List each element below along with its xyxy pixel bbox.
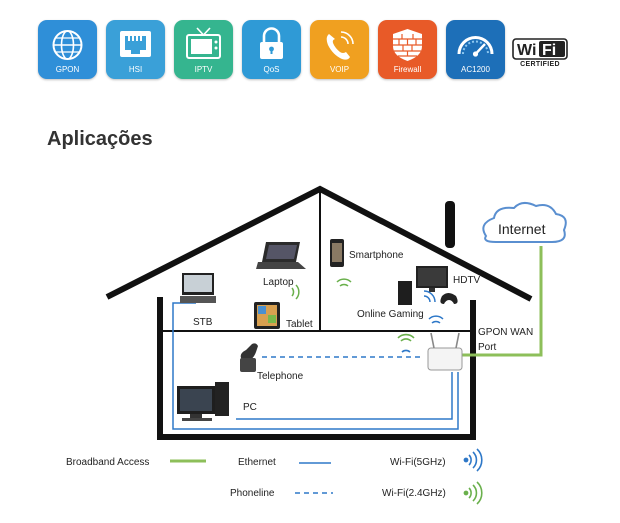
legend-phoneline-label: Phoneline — [230, 488, 275, 499]
svg-text:Wi: Wi — [517, 42, 536, 59]
qos-label: QoS — [263, 65, 280, 74]
telephone-label: Telephone — [257, 371, 304, 382]
telephone-icon — [240, 343, 258, 372]
gaming-wifi-icon — [423, 290, 444, 324]
hsi-tile: HSI — [106, 20, 165, 79]
qos-tile: QoS — [242, 20, 301, 79]
internet-cloud — [482, 202, 567, 243]
gpon-label: GPON — [55, 65, 80, 74]
chimney — [445, 201, 455, 248]
legend-wifi5-label: Wi-Fi(5GHz) — [390, 457, 446, 468]
laptop-icon — [256, 242, 306, 269]
wifi-2-4ghz-icon — [463, 481, 483, 505]
internet-label: Internet — [498, 221, 546, 237]
speedometer-icon — [457, 36, 494, 57]
ac1200-label: AC1200 — [461, 65, 490, 74]
legend-broadband-label: Broadband Access — [66, 457, 149, 468]
page-title: Aplicações — [47, 128, 153, 150]
svg-text:Fi: Fi — [542, 42, 556, 59]
pc-icon — [177, 382, 229, 421]
broadband-line — [459, 246, 543, 357]
laptop-label: Laptop — [263, 277, 294, 288]
iptv-tile: IPTV — [174, 20, 233, 79]
legend: Broadband Access Ethernet Phoneline Wi-F… — [66, 448, 483, 505]
ac1200-tile: AC1200 — [446, 20, 505, 79]
gpon-wan-label: GPON WAN — [478, 327, 533, 338]
router-icon — [427, 332, 463, 371]
stb-icon — [180, 273, 216, 303]
wifi-certified-text: CERTIFIED — [520, 61, 560, 68]
ethernet-port-icon — [120, 31, 151, 57]
router-wifi-icon — [397, 333, 415, 353]
lock-icon — [260, 27, 283, 59]
phone-icon — [326, 31, 354, 60]
globe-icon — [52, 30, 83, 60]
smartphone-label: Smartphone — [349, 250, 404, 261]
brick-wall-icon — [393, 29, 422, 61]
firewall-tile: Firewall — [378, 20, 437, 79]
game-console-icon — [398, 281, 458, 305]
hsi-label: HSI — [128, 65, 143, 74]
stb-label: STB — [193, 317, 213, 328]
legend-ethernet-label: Ethernet — [238, 457, 276, 468]
house-walls — [157, 297, 476, 440]
hdtv-icon — [416, 266, 448, 292]
gpon-tile: GPON — [38, 20, 97, 79]
port-label: Port — [478, 342, 497, 353]
online-gaming-label: Online Gaming — [357, 309, 424, 320]
pc-label: PC — [243, 402, 257, 413]
firewall-label: Firewall — [393, 65, 422, 74]
tv-icon — [186, 27, 221, 59]
voip-tile: VOIP — [310, 20, 369, 79]
hdtv-label: HDTV — [453, 275, 481, 286]
voip-label: VOIP — [329, 65, 350, 74]
tablet-icon — [254, 302, 280, 329]
smartphone-icon — [330, 239, 344, 267]
feature-icon-row: GPON HSI IPTV QoS — [38, 20, 578, 82]
iptv-label: IPTV — [194, 65, 213, 74]
smartphone-wifi-icon — [336, 278, 352, 287]
laptop-wifi-icon — [291, 284, 300, 300]
tablet-label: Tablet — [286, 319, 313, 330]
ethernet-line-pc — [236, 372, 453, 420]
wifi-certified-badge: Wi Fi CERTIFIED — [512, 38, 568, 72]
wifi-logo-icon: Wi Fi — [512, 38, 568, 60]
wifi-5ghz-icon — [463, 448, 483, 472]
legend-wifi24-label: Wi-Fi(2.4GHz) — [382, 488, 446, 499]
